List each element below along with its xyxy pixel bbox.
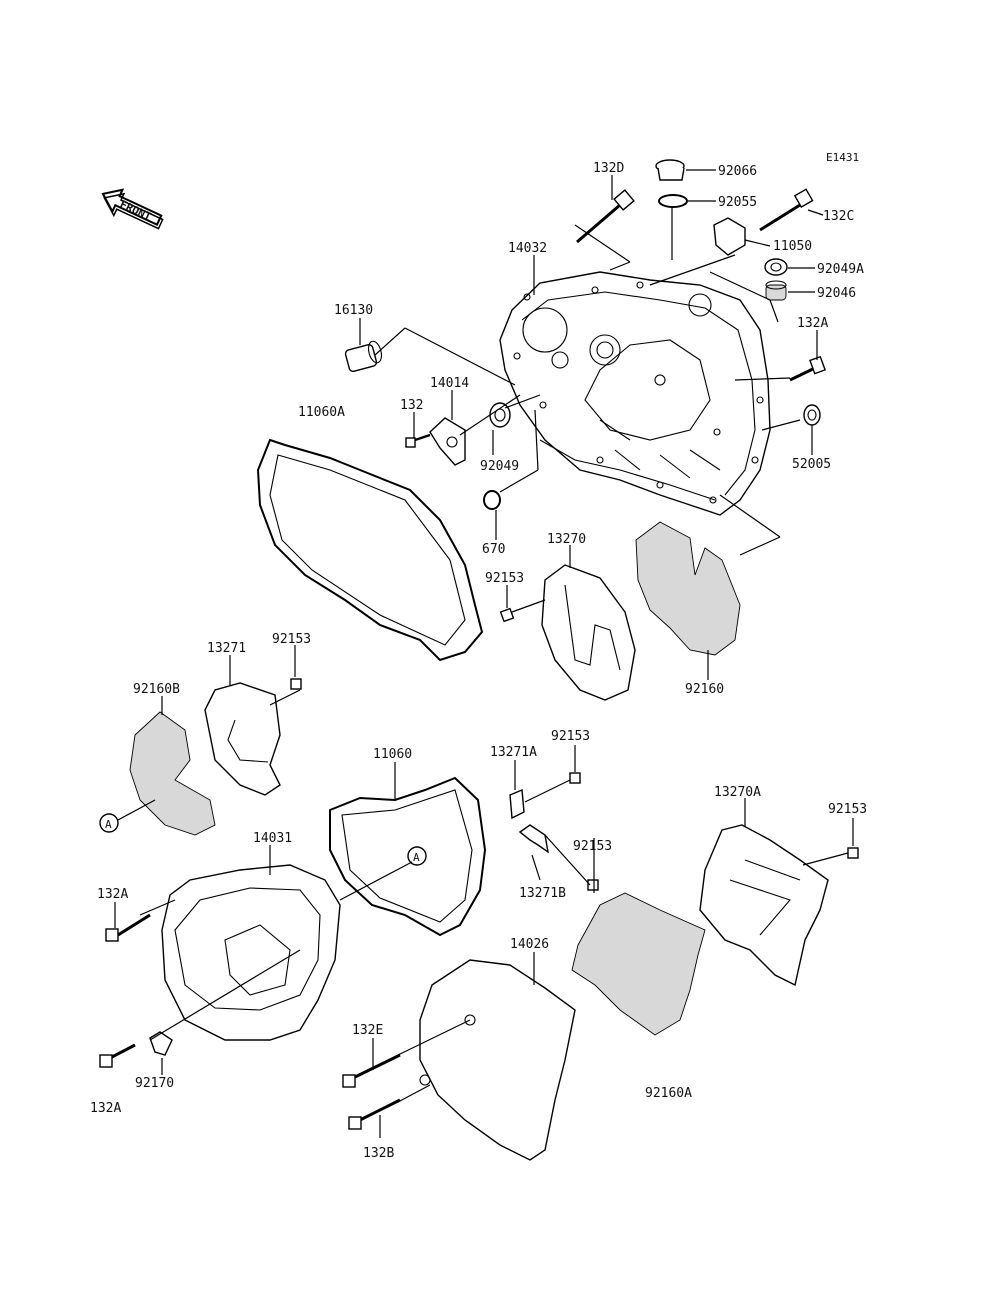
oil-seal-92049a <box>764 258 788 276</box>
insulator-92160 <box>635 521 741 656</box>
label-11060: 11060 <box>373 747 412 762</box>
label-14031: 14031 <box>253 831 292 846</box>
ref-marker-a-1: A <box>99 813 119 833</box>
bolt-132d <box>576 189 635 244</box>
label-132a-top: 132A <box>797 316 828 331</box>
label-13270a: 13270A <box>714 785 761 800</box>
label-670: 670 <box>482 542 505 557</box>
o-ring-92055 <box>658 194 688 208</box>
dowel-16130 <box>344 340 383 373</box>
label-13271b: 13271B <box>519 886 566 901</box>
bearing-92046 <box>765 280 787 301</box>
label-92049: 92049 <box>480 459 519 474</box>
label-92049a: 92049A <box>817 262 864 277</box>
seal-52005 <box>803 404 821 426</box>
bolt-132e <box>342 1053 401 1088</box>
label-11050: 11050 <box>773 239 812 254</box>
front-label: FRONT <box>118 198 154 224</box>
gasket-11060a <box>256 438 484 662</box>
diagram-id: E1431 <box>826 151 859 164</box>
callout-labels: 132D 92066 92055 132C 11050 92049A 92046… <box>90 161 867 1161</box>
plate-13270a <box>699 824 829 987</box>
label-92160a: 92160A <box>645 1086 692 1101</box>
label-92153-d: 92153 <box>573 839 612 854</box>
label-14014: 14014 <box>430 376 469 391</box>
label-13271a: 13271A <box>490 745 537 760</box>
bolt-92153-d <box>587 879 599 891</box>
label-92153-c: 92153 <box>551 729 590 744</box>
label-14026: 14026 <box>510 937 549 952</box>
label-132: 132 <box>400 398 423 413</box>
plate-13271 <box>204 682 281 796</box>
label-92153-b: 92153 <box>272 632 311 647</box>
bolt-132c <box>759 188 814 232</box>
label-92066: 92066 <box>718 164 757 179</box>
front-arrow-icon: FRONT <box>101 188 164 230</box>
label-13270: 13270 <box>547 532 586 547</box>
label-92153-e: 92153 <box>828 802 867 817</box>
gasket-11060 <box>329 776 487 937</box>
label-132e: 132E <box>352 1023 383 1038</box>
label-52005: 52005 <box>792 457 831 472</box>
gasket-11060a-inner <box>269 454 466 646</box>
plate-13270 <box>541 564 636 701</box>
bolt-132a-bottom <box>99 1043 136 1068</box>
label-16130: 16130 <box>334 303 373 318</box>
label-13271: 13271 <box>207 641 246 656</box>
crankcase-cover-14032 <box>499 271 771 516</box>
label-92170: 92170 <box>135 1076 174 1091</box>
bolt-132b <box>348 1098 401 1130</box>
insulator-92160b <box>129 711 216 836</box>
label-11060a: 11060A <box>298 405 345 420</box>
bracket-13271a <box>509 788 525 820</box>
plate-14014 <box>429 417 466 466</box>
oil-filler-cap-92066 <box>655 159 685 181</box>
label-92160: 92160 <box>685 682 724 697</box>
label-132a-left: 132A <box>97 887 128 902</box>
svg-text:A: A <box>105 818 112 831</box>
clamp-92170 <box>149 1031 173 1056</box>
bolt-92153-e <box>847 847 859 859</box>
bolt-92153-c <box>569 772 581 784</box>
label-92160b: 92160B <box>133 682 180 697</box>
bolt-92153-a <box>499 607 515 623</box>
ref-marker-a-2: A <box>407 846 427 866</box>
bolt-132a-top <box>789 355 826 382</box>
cover-14031 <box>161 864 341 1041</box>
label-92055: 92055 <box>718 195 757 210</box>
label-132c: 132C <box>823 209 854 224</box>
label-132b: 132B <box>363 1146 394 1161</box>
bolt-92153-b <box>290 678 302 690</box>
label-14032: 14032 <box>508 241 547 256</box>
bolt-132a-left <box>105 913 151 942</box>
o-ring-670 <box>483 490 501 510</box>
oil-seal-92049 <box>489 402 511 428</box>
cover-14026 <box>419 959 576 1161</box>
gasket-11060-inner <box>341 789 473 923</box>
label-132a-bottom: 132A <box>90 1101 121 1116</box>
bracket-13271b <box>518 824 549 854</box>
bolt-132 <box>405 433 431 448</box>
label-132d: 132D <box>593 161 624 176</box>
svg-text:A: A <box>413 851 420 864</box>
leader-lines <box>114 169 854 1138</box>
bracket-11050 <box>713 217 746 256</box>
insulator-92160a <box>571 892 706 1036</box>
label-92153-a: 92153 <box>485 571 524 586</box>
label-92046: 92046 <box>817 286 856 301</box>
